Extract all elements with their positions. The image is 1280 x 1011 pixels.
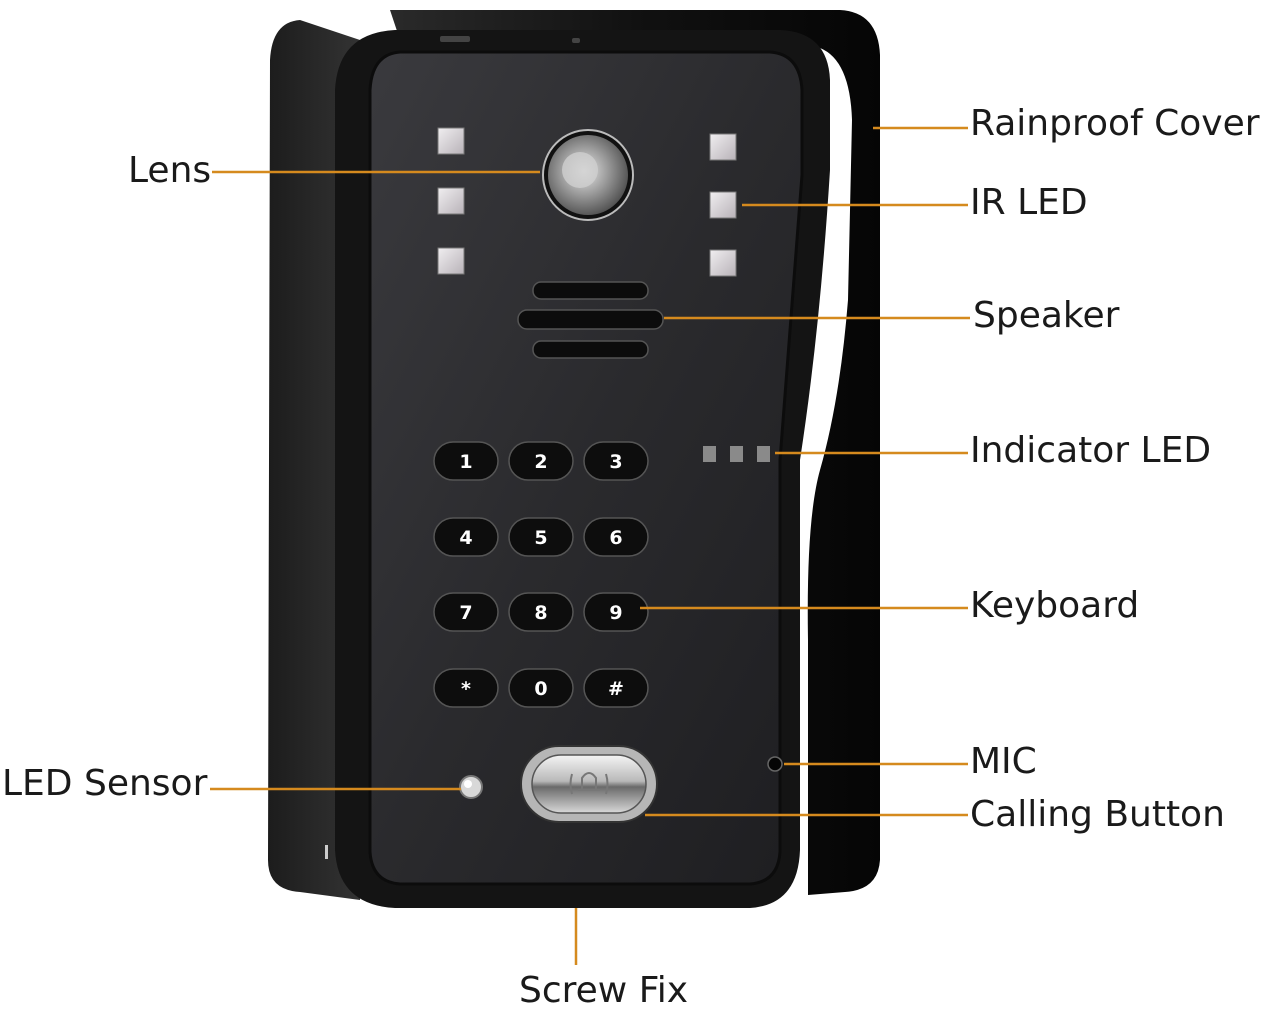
keypad-key-label: 7	[459, 602, 472, 624]
keypad-key-label: #	[608, 678, 624, 700]
indicator-led-array	[703, 446, 770, 462]
label-speaker: Speaker	[973, 295, 1120, 336]
keypad-key-label: 2	[534, 451, 547, 473]
side-marking	[325, 845, 328, 859]
label-mic: MIC	[970, 741, 1037, 782]
ir-led	[709, 249, 737, 277]
label-keyboard: Keyboard	[970, 585, 1140, 626]
keypad-key-label: 1	[459, 451, 472, 473]
rainproof-cover-shape	[390, 10, 880, 895]
indicator-led	[703, 446, 716, 462]
keypad-key-label: 6	[609, 527, 622, 549]
indicator-led	[730, 446, 743, 462]
keypad-key-label: *	[461, 678, 471, 700]
keypad-key: #	[583, 668, 649, 708]
label-ir-led: IR LED	[970, 182, 1088, 223]
ir-led	[709, 191, 737, 219]
indicator-led	[757, 446, 770, 462]
label-lens: Lens	[128, 150, 212, 191]
ir-led-array	[437, 127, 737, 277]
keypad-key-label: 9	[609, 602, 622, 624]
ir-led	[709, 133, 737, 161]
keypad-key-label: 8	[534, 602, 547, 624]
keypad-key-label: 3	[609, 451, 622, 473]
keypad-key-label: 0	[534, 678, 547, 700]
top-notch	[572, 38, 580, 43]
keypad-key: *	[433, 668, 499, 708]
keypad-key: 1	[433, 441, 499, 481]
keypad-key: 2	[508, 441, 574, 481]
label-calling-button: Calling Button	[970, 794, 1225, 835]
bell-icon	[569, 772, 609, 795]
label-rainproof-cover: Rainproof Cover	[970, 103, 1260, 144]
ir-led	[437, 247, 465, 275]
ir-led	[437, 187, 465, 215]
mic-hole	[767, 756, 783, 772]
keypad-key: 3	[583, 441, 649, 481]
label-screw-fix: Screw Fix	[519, 970, 689, 1011]
keypad-key-label: 5	[534, 527, 547, 549]
led-sensor	[459, 775, 483, 799]
keypad: 1 2 3 4 5 6 7 8 9 * 0 #	[433, 441, 649, 708]
keypad-key: 4	[433, 517, 499, 557]
keypad-key: 5	[508, 517, 574, 557]
leader-lines	[210, 126, 970, 965]
keypad-key-label: 4	[459, 527, 472, 549]
label-led-sensor: LED Sensor	[2, 763, 208, 804]
calling-button	[520, 745, 658, 823]
lens	[542, 129, 634, 221]
keypad-key: 6	[583, 517, 649, 557]
ir-led	[437, 127, 465, 155]
keypad-key: 8	[508, 592, 574, 632]
top-notch	[440, 36, 470, 42]
label-indicator-led: Indicator LED	[970, 430, 1212, 471]
keypad-key: 0	[508, 668, 574, 708]
speaker-grille	[517, 281, 664, 359]
keypad-key: 9	[583, 592, 649, 632]
keypad-key: 7	[433, 592, 499, 632]
